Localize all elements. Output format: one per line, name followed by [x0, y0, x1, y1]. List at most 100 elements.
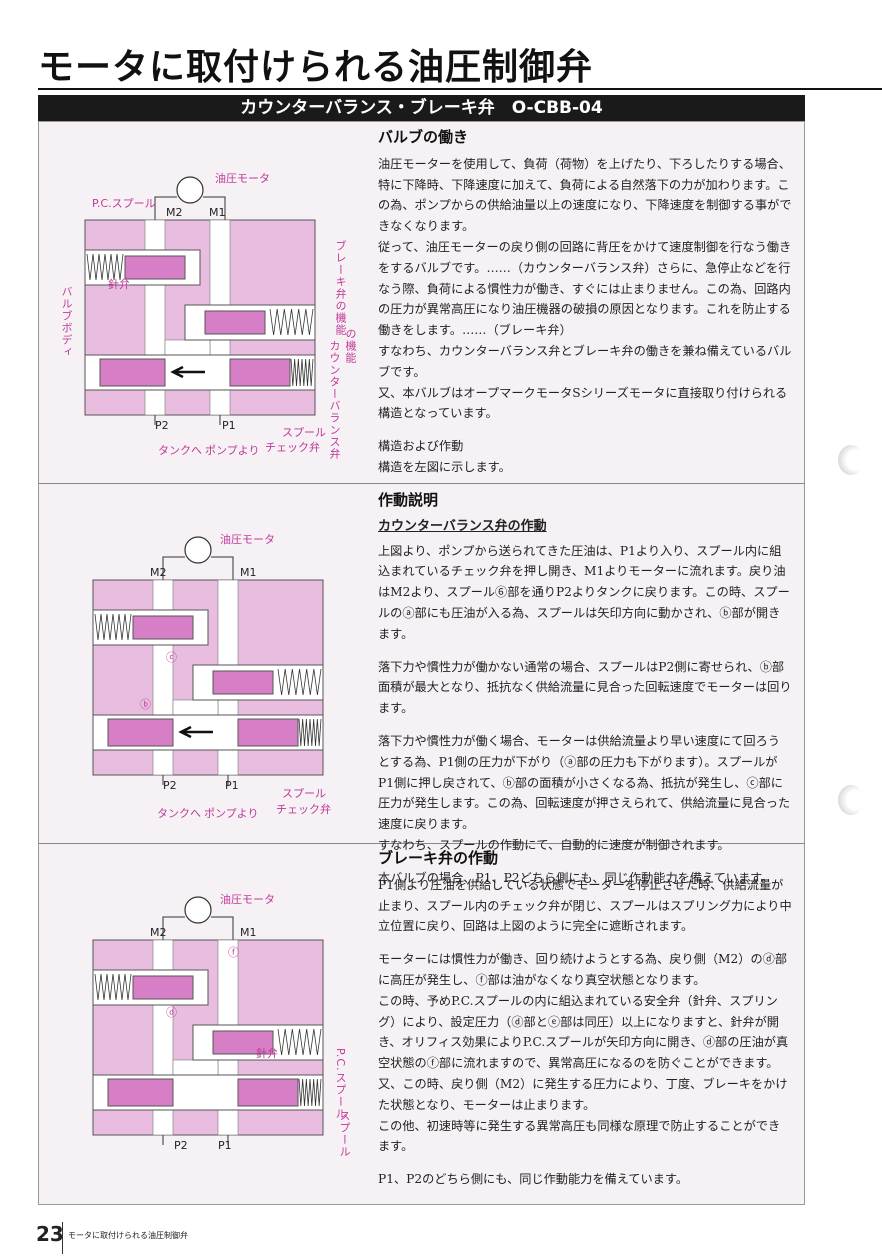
label-hydraulic-motor: 油圧モータ [220, 893, 275, 906]
paragraph: 落下力や慣性力が働かない通常の場合、スプールはP2側に寄せられ、ⓑ部面積が最大と… [378, 659, 792, 716]
page-number: 23 [36, 1222, 64, 1246]
counterbalance-operation-diagram [92, 536, 324, 785]
binder-hole [838, 785, 864, 815]
spring-icon [298, 718, 322, 747]
paragraph: 又、本バルブはオープマークモータSシリーズモータに直接取り付けられる構造となって… [378, 385, 788, 421]
label-valve-body: バルブボディ [60, 286, 73, 358]
paragraph: すなわち、スプールの作動にて、自動的に速度が制御されます。 [378, 837, 730, 852]
label-m1: M1 [240, 926, 257, 939]
section-heading: 作動説明 [378, 491, 439, 509]
section-divider [38, 843, 805, 844]
label-p2: P2 [155, 419, 169, 432]
label-brake-function: ブレーキ弁の機能 [334, 240, 347, 336]
main-spool-right [237, 718, 299, 747]
pc-spool [212, 670, 274, 695]
label-check-valve: チェック弁 [276, 803, 331, 816]
pc-spool [132, 615, 194, 640]
label-from-pump: ポンプより [205, 444, 260, 457]
paragraph: すなわち、カウンターバランス弁とブレーキ弁の働きを兼ね備えているバルブです。 [378, 343, 792, 379]
spring-icon [86, 253, 124, 281]
port-line [154, 415, 221, 425]
label-p1: P1 [222, 419, 236, 432]
subheading: カウンターバランス弁の作動 [378, 518, 547, 534]
paragraph: 油圧モーターを使用して、負荷（荷物）を上げたり、下ろしたりする場合、特に下降時、… [378, 156, 792, 234]
main-spool-left [99, 358, 166, 387]
label-pc-spool: P.C.スプール [334, 1048, 347, 1120]
label-port-d: ⓓ [166, 1006, 177, 1019]
label-m1: M1 [240, 566, 257, 579]
port-line [162, 775, 229, 785]
label-port-b: ⓑ [140, 698, 151, 711]
paragraph: 落下力や慣性力が働く場合、モーターは供給流量より早い速度にて回ろうとする為、P1… [378, 733, 791, 832]
spring-icon [298, 1078, 322, 1107]
flow-arrow-icon [178, 725, 213, 739]
main-spool-right [237, 1078, 299, 1107]
motor-line [162, 556, 234, 580]
label-p1: P1 [218, 1139, 232, 1152]
label-from-pump: ポンプより [204, 807, 259, 820]
spring-icon [94, 613, 132, 641]
paragraph: 又、この時、戻り側（M2）に発生する圧力により、丁度、ブレーキをかけた状態となり… [378, 1076, 788, 1112]
label-spool: スプール [282, 787, 326, 800]
paragraph: 従って、油圧モーターの戻り側の回路に背圧をかけて速度制御を行なう働きをするバルブ… [378, 239, 792, 338]
pc-spool [124, 255, 186, 280]
label-check-valve: チェック弁 [265, 441, 320, 454]
label-to-tank: タンクへ [158, 444, 202, 457]
section-divider [38, 483, 805, 484]
paragraph: この他、初速時等に発生する異常高圧も同様な原理で防止することができます。 [378, 1118, 781, 1154]
paragraph: この時、予めP.C.スプールの内に組込まれている安全弁（針弁、スプリング）により… [378, 993, 789, 1071]
label-p1: P1 [225, 779, 239, 792]
label-pc-spool: P.C.スプール [92, 197, 156, 210]
label-counterbalance-function: カウンターバランス弁 [328, 340, 341, 460]
valve-structure-diagram [84, 176, 316, 425]
label-spool: スプール [282, 426, 326, 439]
section-band-title: カウンターバランス・ブレーキ弁 O-CBB-04 [38, 95, 805, 121]
hydraulic-motor-icon [184, 536, 212, 564]
spring-icon [290, 358, 314, 387]
page-title: モータに取付けられる油圧制御弁 [38, 47, 594, 88]
section-valve-function: バルブの働き 油圧モーターを使用して、負荷（荷物）を上げたり、下ろしたりする場合… [378, 127, 792, 478]
brake-operation-diagram [92, 896, 324, 1145]
paragraph: 構造を左図に示します。 [378, 459, 511, 474]
paragraph: P1、P2のどちら側にも、同じ作動能力を備えています。 [378, 1172, 689, 1187]
spring-icon [94, 973, 132, 1001]
hydraulic-motor-icon [184, 896, 212, 924]
label-port-c: ⓒ [166, 651, 177, 664]
footer-divider [62, 1222, 63, 1254]
label-hydraulic-motor: 油圧モータ [220, 533, 275, 546]
spring-icon [277, 1028, 322, 1056]
running-title: モータに取付けられる油圧制御弁 [68, 1231, 188, 1240]
title-rule [38, 88, 882, 90]
label-hydraulic-motor: 油圧モータ [215, 172, 270, 185]
section-operation: 作動説明 カウンターバランス弁の作動 上図より、ポンプから送られてきた圧油は、P… [378, 490, 792, 889]
label-m2: M2 [150, 566, 167, 579]
pc-spool [212, 1030, 274, 1055]
label-m2: M2 [166, 206, 183, 219]
label-m2: M2 [150, 926, 167, 939]
motor-line [162, 916, 234, 940]
spring-icon [277, 668, 322, 696]
label-to-tank: タンクへ [157, 807, 201, 820]
label-spool: スプール [338, 1110, 351, 1158]
hydraulic-motor-icon [176, 176, 204, 204]
main-spool-right [229, 358, 291, 387]
port-line [162, 1135, 229, 1145]
paragraph: モーターには慣性力が働き、回り続けようとする為、戻り側（M2）のⓓ部に高圧が発生… [378, 952, 788, 987]
label-counterbalance-function-suffix: の機能 [344, 328, 357, 364]
paragraph: P1側より圧油を供給している状態でモーターを停止させた時、供給流量が止まり、スプ… [378, 877, 792, 934]
paragraph: 構造および作動 [378, 439, 464, 454]
label-port-f: ⓕ [228, 946, 239, 959]
label-p2: P2 [163, 779, 177, 792]
main-spool-left [107, 718, 174, 747]
pc-spool [132, 975, 194, 1000]
binder-hole [838, 445, 864, 475]
label-m1: M1 [209, 206, 226, 219]
pc-spool [204, 310, 266, 335]
section-heading: ブレーキ弁の作動 [378, 849, 499, 867]
label-needle-valve: 針弁 [108, 278, 130, 291]
main-spool-left [107, 1078, 174, 1107]
label-needle-valve: 針弁 [256, 1047, 278, 1060]
flow-arrow-icon [170, 365, 205, 379]
section-brake-operation: ブレーキ弁の作動 P1側より圧油を供給している状態でモーターを停止させた時、供給… [378, 848, 792, 1190]
spring-icon [269, 308, 314, 336]
